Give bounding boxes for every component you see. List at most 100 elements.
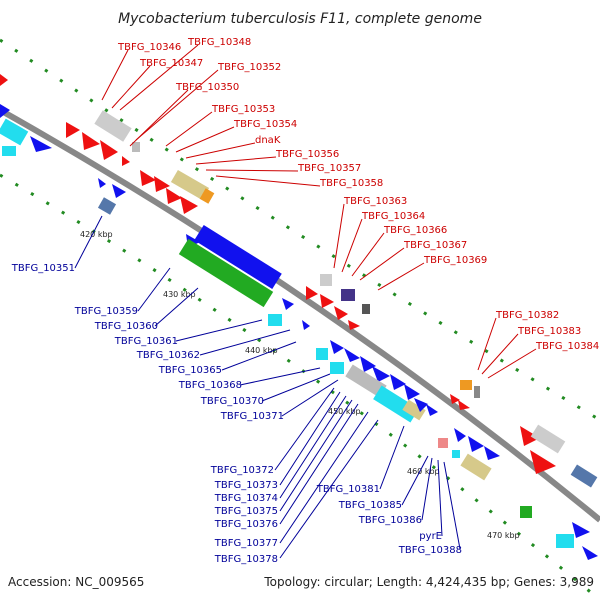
gene-label: TBFG_10347 — [139, 58, 203, 69]
gene-label: TBFG_10362 — [136, 350, 200, 361]
gene-label: TBFG_10361 — [114, 336, 178, 347]
gene-label: pyrE — [419, 531, 442, 542]
gene-block — [97, 197, 117, 215]
gene-label: TBFG_10382 — [495, 310, 559, 321]
gene-arrow — [582, 546, 598, 560]
gene-label: TBFG_10386 — [358, 515, 422, 526]
gene-block — [345, 364, 387, 398]
gene-label: TBFG_10377 — [214, 538, 278, 549]
gene-block — [170, 169, 210, 201]
gene-label: TBFG_10366 — [383, 225, 447, 236]
gene-label: TBFG_10370 — [200, 396, 264, 407]
gene-arrow — [572, 522, 590, 538]
gene-block — [570, 464, 598, 488]
gene-label: TBFG_10352 — [217, 62, 281, 73]
gene-arrow — [98, 178, 106, 188]
gene-label: TBFG_10353 — [211, 104, 275, 115]
labels-top: TBFG_10346 TBFG_10348 TBFG_10347 TBFG_10… — [117, 37, 599, 352]
gene-block — [178, 238, 274, 308]
gene-arrow — [484, 446, 500, 460]
gene-label: TBFG_10381 — [316, 484, 380, 495]
gene-label: TBFG_10376 — [214, 519, 278, 530]
gene-arrow — [0, 104, 10, 118]
gene-features — [0, 74, 598, 560]
gene-arrow — [334, 306, 348, 320]
gene-block — [438, 438, 448, 448]
gene-block — [556, 534, 574, 548]
gene-arrow — [100, 140, 118, 160]
gene-label: TBFG_10350 — [175, 82, 239, 93]
gene-arrow — [180, 196, 198, 214]
gene-arrow — [344, 348, 360, 362]
gene-block — [460, 380, 472, 390]
gene-block — [402, 399, 426, 421]
gene-block — [460, 453, 492, 481]
gene-arrow — [414, 398, 428, 412]
scale-label: 470 kbp — [487, 531, 520, 540]
gene-block — [2, 146, 16, 156]
gene-arrow — [306, 286, 318, 300]
gene-block — [362, 304, 370, 314]
gene-label: TBFG_10351 — [11, 263, 75, 274]
gene-arrow — [82, 132, 100, 150]
scale-label: 430 kbp — [163, 290, 196, 299]
gene-label: TBFG_10369 — [423, 255, 487, 266]
gene-label: TBFG_10375 — [214, 506, 278, 517]
gene-arrow — [140, 170, 156, 186]
callout-lines-bottom — [74, 215, 461, 559]
map-title: Mycobacterium tuberculosis F11, complete… — [118, 11, 482, 27]
gene-label: TBFG_10358 — [319, 178, 383, 189]
gene-arrow — [450, 394, 460, 404]
gene-label: TBFG_10385 — [338, 500, 402, 511]
gene-arrow — [30, 136, 52, 152]
gene-arrow — [66, 122, 80, 138]
gene-label: TBFG_10363 — [343, 196, 407, 207]
labels-bottom: TBFG_10351 TBFG_10359 TBFG_10360 TBFG_10… — [11, 263, 462, 565]
gene-block — [452, 450, 460, 458]
gene-block — [474, 386, 480, 398]
gene-label: TBFG_10371 — [220, 411, 284, 422]
gene-label: TBFG_10374 — [214, 493, 278, 504]
gene-block — [330, 362, 344, 374]
gene-block — [373, 385, 419, 423]
gene-block — [316, 348, 328, 360]
gene-block — [530, 424, 566, 454]
gene-label: TBFG_10364 — [361, 211, 425, 222]
gene-block — [0, 118, 29, 146]
gene-arrow — [122, 156, 130, 166]
gene-arrow — [390, 374, 406, 390]
scale-label: 420 kbp — [80, 230, 113, 239]
gene-label: TBFG_10384 — [535, 341, 599, 352]
gene-label: TBFG_10346 — [117, 42, 181, 53]
gene-block — [94, 110, 132, 142]
gene-label: TBFG_10359 — [74, 306, 138, 317]
gene-label: TBFG_10368 — [178, 380, 242, 391]
gene-arrow — [372, 366, 390, 382]
gene-block — [320, 274, 332, 286]
callout-lines-top — [101, 44, 537, 379]
genome-backbone — [0, 107, 600, 523]
gene-arrow — [112, 184, 126, 198]
gene-label: TBFG_10373 — [214, 480, 278, 491]
gene-arrow — [404, 384, 420, 400]
gene-label: TBFG_10378 — [214, 554, 278, 565]
gene-block — [268, 314, 282, 326]
gene-arrow — [426, 404, 438, 416]
gene-arrow — [166, 188, 182, 204]
gene-arrow — [458, 400, 470, 410]
gene-label: TBFG_10354 — [233, 119, 297, 130]
gene-block — [199, 188, 215, 204]
gene-arrow — [0, 74, 8, 86]
gene-arrow — [454, 428, 466, 442]
gene-label: TBFG_10360 — [94, 321, 158, 332]
gene-block — [194, 224, 282, 290]
gene-block — [132, 142, 140, 152]
gene-block — [341, 289, 355, 301]
gene-arrow — [154, 176, 170, 192]
gene-label: TBFG_10372 — [210, 465, 274, 476]
gene-label: TBFG_10365 — [158, 365, 222, 376]
gene-label: TBFG_10383 — [517, 326, 581, 337]
scale-label: 460 kbp — [407, 467, 440, 476]
gene-label: TBFG_10356 — [275, 149, 339, 160]
